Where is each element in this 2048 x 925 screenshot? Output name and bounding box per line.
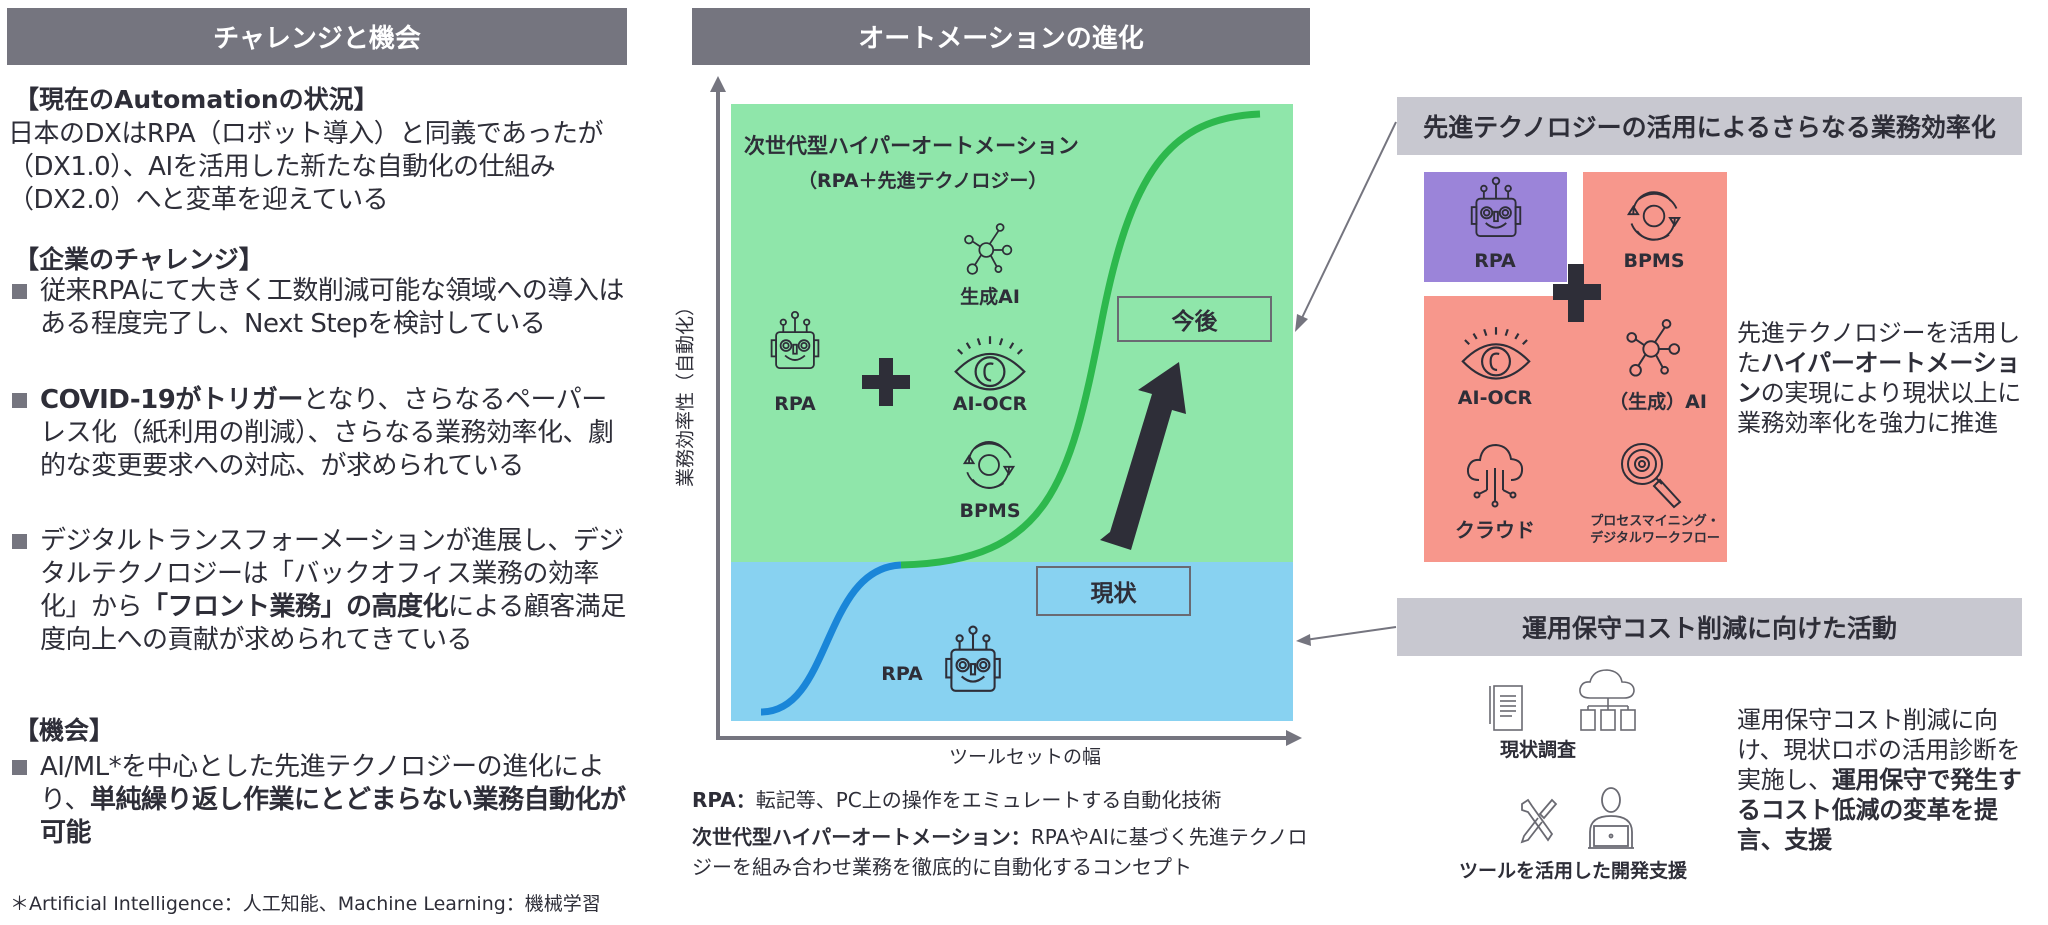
challenge-heading: 【企業のチャレンジ】 bbox=[14, 245, 264, 274]
hyperautomation-definition: 次世代型ハイパーオートメーション：RPAやAIに基づく先進テクノロジーを組み合わ… bbox=[692, 822, 1317, 882]
challenge-text: デジタルトランスフォーメーションが進展し、デジタルテクノロジーは「バックオフィス… bbox=[40, 526, 624, 622]
cost-bold: 運用保守で発生するコスト低減の変革を提言、支援 bbox=[1737, 766, 2022, 854]
document-icon bbox=[1489, 685, 1523, 731]
tech-description: 先進テクノロジーを活用したハイパーオートメーションの実現により現状以上に業務効率… bbox=[1737, 318, 2029, 438]
pointer-arrow-current bbox=[1296, 626, 1397, 646]
rpa-definition: RPA：転記等、PC上の操作をエミュレートする自動化技術 bbox=[692, 784, 1221, 813]
hyper-definition-text: RPAやAIに基づく先進テクノロジーを組み合わせ業務を徹底的に自動化するコンセプ… bbox=[692, 825, 1308, 879]
bpms-cycle-icon bbox=[960, 436, 1018, 494]
ai-ocr-tile-label: AI-OCR bbox=[1457, 387, 1533, 409]
hyper-term: 次世代型ハイパーオートメーション： bbox=[692, 825, 1031, 849]
process-mining-magnifier-icon bbox=[1621, 443, 1682, 509]
cost-reduction-header: 運用保守コスト削減に向けた活動 bbox=[1397, 598, 2022, 656]
opportunity-text: AI/ML*を中心とした先進テクノロジーの進化により、 bbox=[40, 752, 605, 815]
opportunity-heading: 【機会】 bbox=[14, 716, 115, 745]
advanced-tech-tile bbox=[1424, 296, 1727, 562]
automation-evolution-header: オートメーションの進化 bbox=[692, 8, 1310, 65]
rpa-term: RPA： bbox=[692, 788, 756, 812]
bullet-square-icon bbox=[12, 760, 27, 775]
challenge-text: 従来RPAにて大きく工数削減可能な領域への導入はある程度完了し、Next Ste… bbox=[40, 276, 624, 339]
x-axis-label: ツールセットの幅 bbox=[948, 746, 1102, 768]
rpa-curve bbox=[760, 561, 902, 716]
challenge-bold: 「フロント業務」の高度化 bbox=[142, 592, 449, 622]
digital-workflow-line: デジタルワークフロー bbox=[1590, 531, 1720, 546]
tools-icon bbox=[1520, 798, 1558, 844]
bpms-label: BPMS bbox=[959, 500, 1021, 522]
plus-icon bbox=[862, 358, 910, 406]
future-label-box: 今後 bbox=[1117, 296, 1272, 342]
hyperautomation-subtitle: （RPA＋先進テクノロジー） bbox=[798, 170, 1048, 192]
process-mining-tile-label: プロセスマイニング・デジタルワークフロー bbox=[1590, 513, 1720, 547]
challenge-item: COVID-19がトリガーとなり、さらなるペーパーレス化（紙利用の削減）、さらな… bbox=[10, 384, 630, 483]
challenge-item: デジタルトランスフォーメーションが進展し、デジタルテクノロジーは「バックオフィス… bbox=[10, 525, 630, 657]
rpa-robot-icon bbox=[1468, 176, 1524, 242]
hyperautomation-zone bbox=[731, 104, 1293, 562]
advanced-tech-header: 先進テクノロジーの活用によるさらなる業務効率化 bbox=[1397, 97, 2022, 155]
status-text: 日本のDXはRPA（ロボット導入）と同義であったが（DX1.0）、AIを活用した… bbox=[8, 119, 603, 215]
hyperautomation-curve bbox=[900, 110, 1261, 569]
rpa-robot-icon bbox=[768, 310, 822, 374]
bpms-tile-label: BPMS bbox=[1623, 250, 1685, 272]
survey-label: 現状調査 bbox=[1499, 739, 1577, 761]
rpa-label: RPA bbox=[774, 393, 816, 415]
ai-network-icon bbox=[1624, 318, 1682, 380]
genai-label: 生成AI bbox=[960, 286, 1020, 308]
y-axis-label: 業務効率性（自動化） bbox=[674, 296, 697, 488]
cost-description: 運用保守コスト削減に向け、現状ロボの活用診断を実施し、運用保守で発生するコスト低… bbox=[1737, 705, 2029, 855]
ai-ocr-eye-icon bbox=[1456, 325, 1536, 385]
current-label-box: 現状 bbox=[1036, 566, 1191, 616]
person-laptop-icon bbox=[1588, 787, 1634, 849]
growth-arrow-icon bbox=[1100, 362, 1186, 550]
ai-ocr-label: AI-OCR bbox=[952, 393, 1028, 415]
challenge-bold: COVID-19がトリガー bbox=[40, 385, 303, 415]
status-heading: 【現在のAutomationの状況】 bbox=[14, 85, 379, 114]
ai-ocr-eye-icon bbox=[950, 334, 1030, 396]
dev-support-label: ツールを活用した開発支援 bbox=[1458, 860, 1688, 882]
rpa-tile-label: RPA bbox=[1474, 250, 1516, 272]
cloud-tile-label: クラウド bbox=[1455, 518, 1535, 542]
rpa-definition-text: 転記等、PC上の操作をエミュレートする自動化技術 bbox=[755, 788, 1222, 812]
opportunity-bold: 単純繰り返し作業にとどまらない業務自動化が可能 bbox=[40, 785, 626, 848]
tech-text: 先進テクノロジーを活用した bbox=[1737, 319, 2020, 377]
rpa-current-label: RPA bbox=[881, 663, 923, 685]
challenge-item: 従来RPAにて大きく工数削減可能な領域への導入はある程度完了し、Next Ste… bbox=[10, 275, 630, 341]
process-mining-line: プロセスマイニング・ bbox=[1590, 514, 1720, 529]
challenges-header: チャレンジと機会 bbox=[7, 8, 627, 65]
rpa-robot-icon bbox=[942, 625, 1004, 697]
bullet-square-icon bbox=[12, 534, 27, 549]
generative-ai-network-icon bbox=[962, 222, 1014, 278]
ai-tile-label: （生成）AI bbox=[1609, 391, 1707, 413]
y-axis-arrow bbox=[710, 76, 726, 740]
plus-icon bbox=[1553, 264, 1601, 322]
bpms-cycle-icon bbox=[1624, 186, 1684, 246]
bullet-square-icon bbox=[12, 284, 27, 299]
x-axis-arrow bbox=[716, 730, 1302, 746]
cloud-icon bbox=[1466, 443, 1524, 508]
tech-text: の実現により現状以上に業務効率化を強力に推進 bbox=[1737, 379, 2021, 437]
cloud-server-icon bbox=[1579, 669, 1636, 731]
pointer-arrow-future bbox=[1295, 121, 1397, 332]
cost-text: 運用保守コスト削減に向け、現状ロボの活用診断を実施し、 bbox=[1737, 706, 2021, 794]
opportunity-item: AI/ML*を中心とした先進テクノロジーの進化により、単純繰り返し作業にとどまら… bbox=[10, 751, 630, 850]
challenge-text: による顧客満足度向上への貢献が求められてきている bbox=[40, 592, 626, 655]
footnote: ＊Artificial Intelligence：人工知能、Machine Le… bbox=[10, 893, 601, 915]
bullet-square-icon bbox=[12, 393, 27, 408]
challenge-text: となり、さらなるペーパーレス化（紙利用の削減）、さらなる業務効率化、劇的な変更要… bbox=[40, 385, 614, 481]
tech-bold: ハイパーオートメーション bbox=[1737, 349, 2020, 407]
hyperautomation-title: 次世代型ハイパーオートメーション bbox=[744, 134, 1079, 158]
